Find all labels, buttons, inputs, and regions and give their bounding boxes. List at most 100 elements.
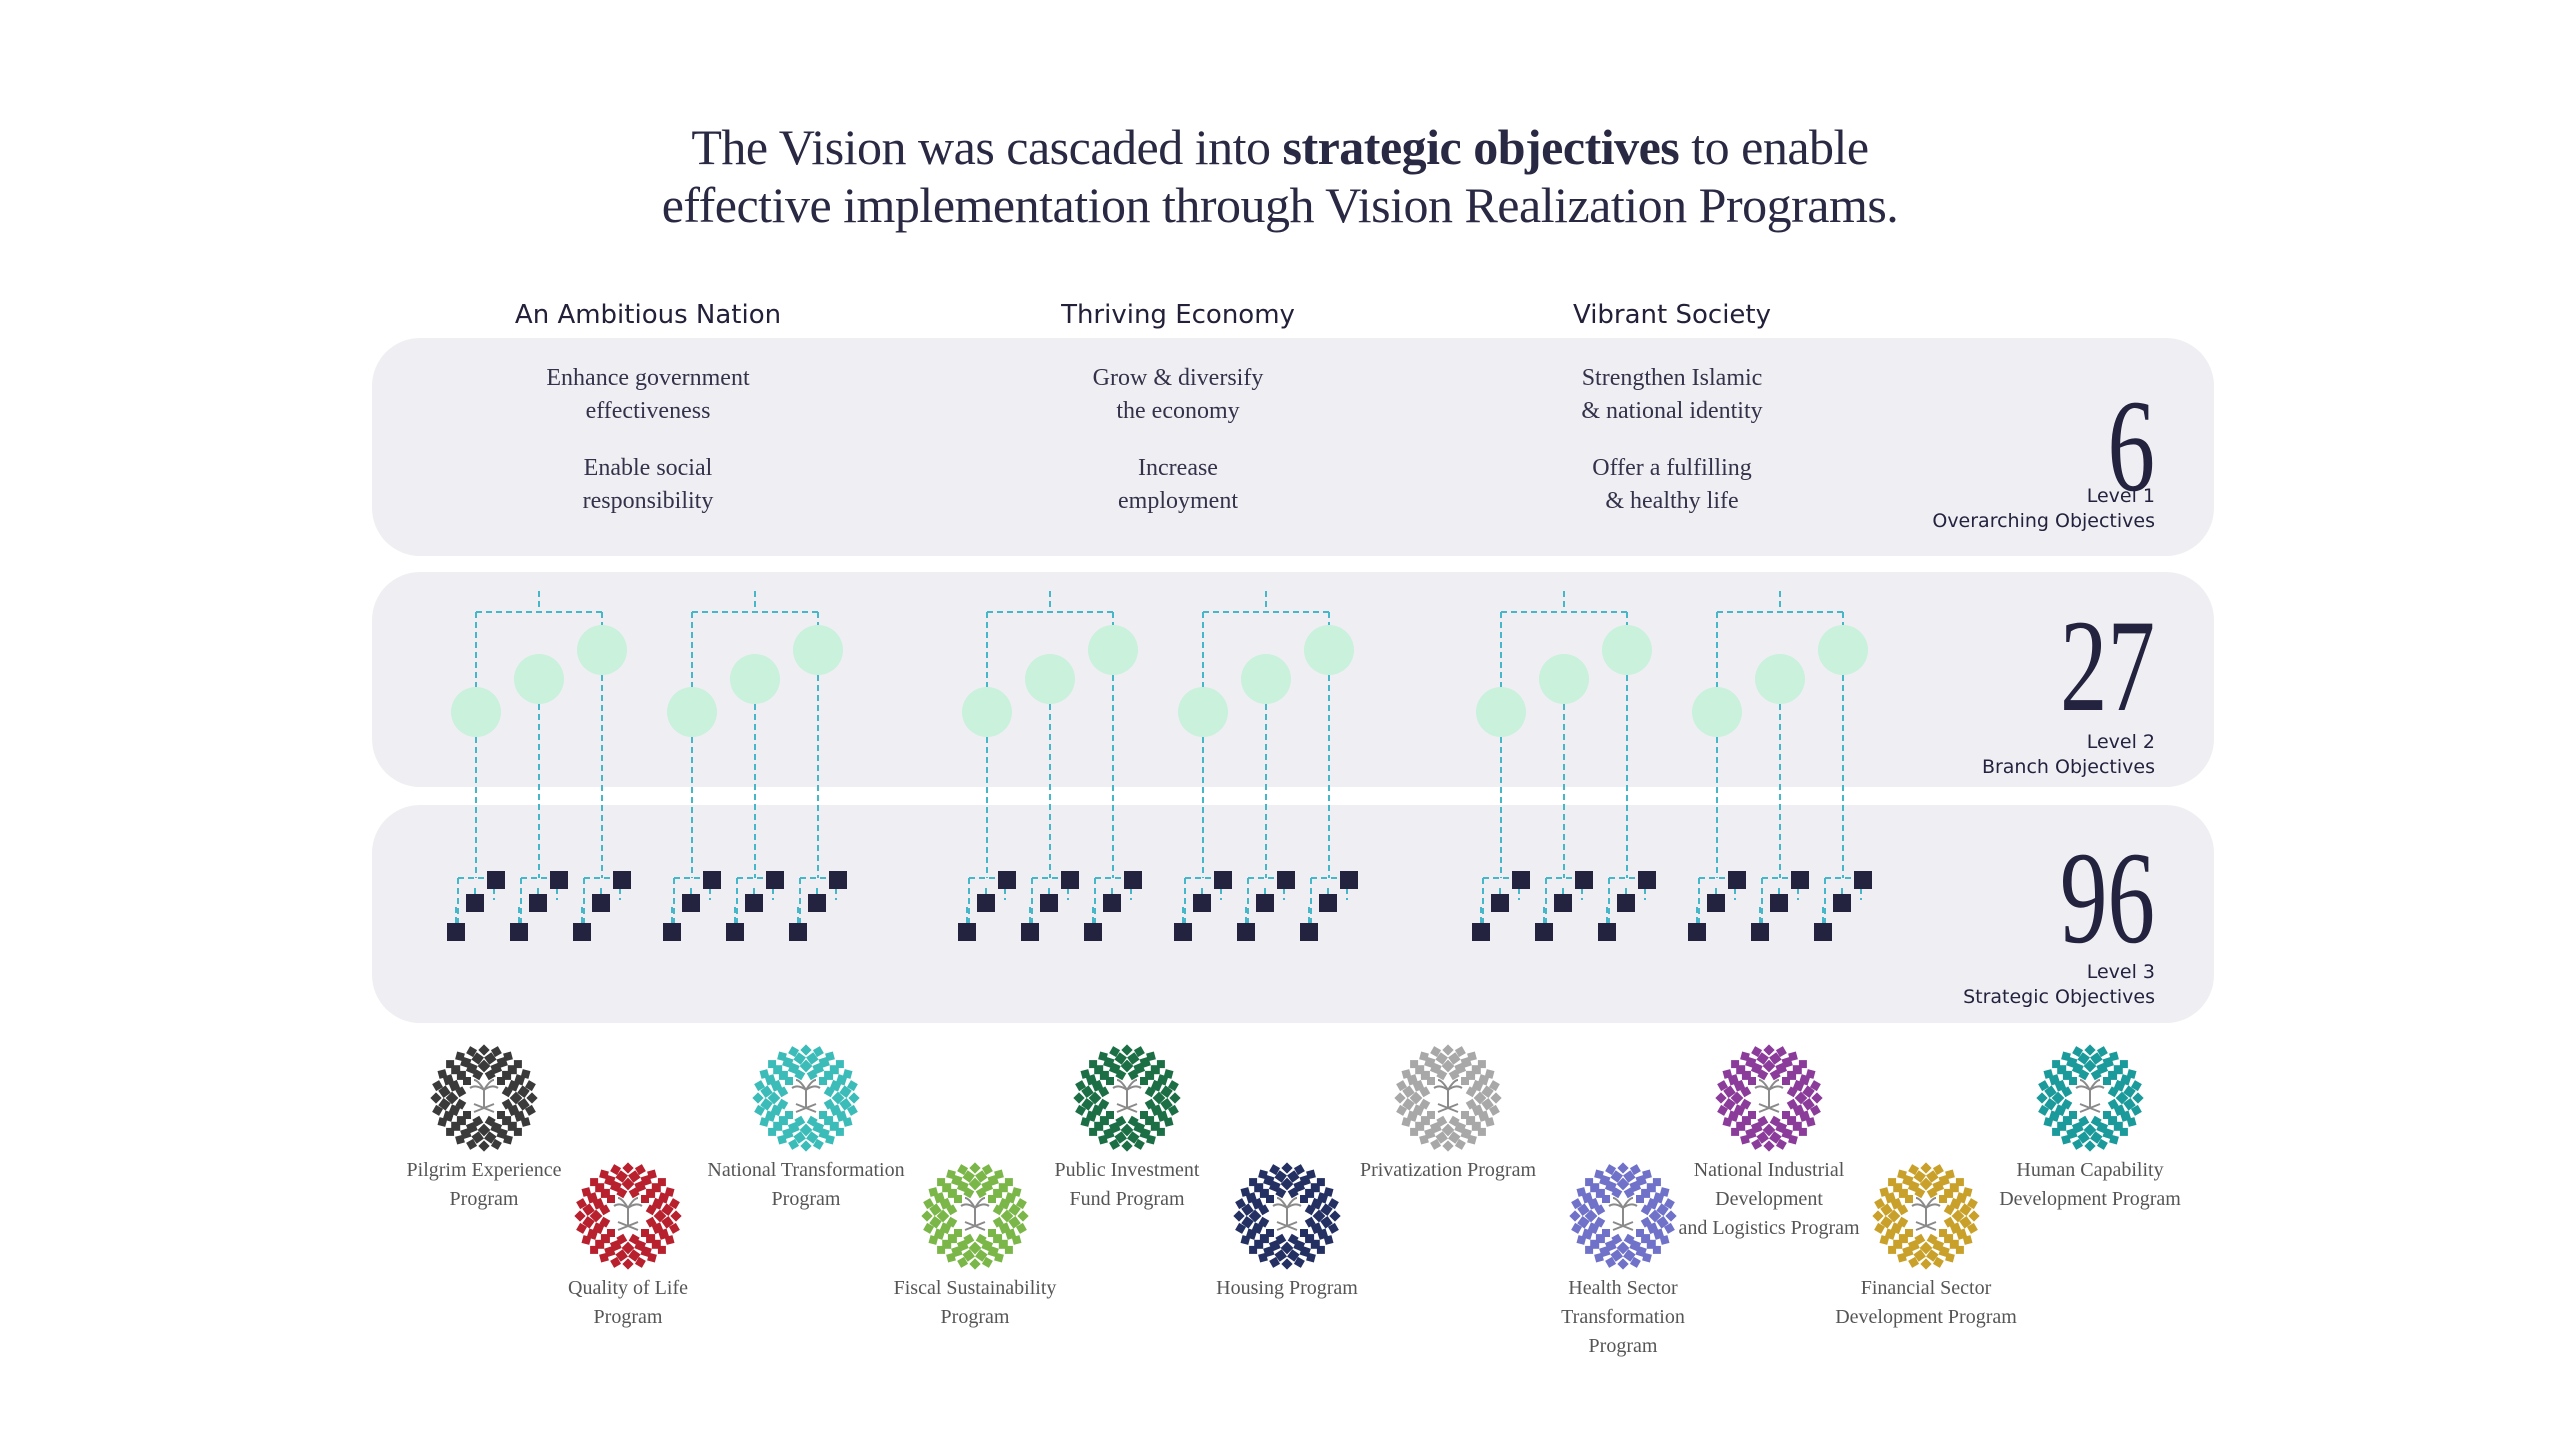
- pillar-title-vibrant-society: Vibrant Society: [1572, 300, 1772, 330]
- strategic-objective-node: [1340, 871, 1358, 889]
- headline: The Vision was cascaded into strategic o…: [0, 118, 2560, 234]
- strategic-objective-node: [998, 871, 1016, 889]
- vrp-emblem-icon: [921, 1162, 1029, 1270]
- objective-enhance-government: Enhance government effectiveness: [546, 365, 750, 424]
- level-2-caption: Level 2 Branch Objectives: [1982, 730, 2155, 780]
- strategic-objective-node: [703, 871, 721, 889]
- program-label: Human Capability Development Program: [1999, 1159, 2181, 1210]
- strategic-objective-node: [1707, 894, 1725, 912]
- strategic-objective-node: [613, 871, 631, 889]
- level-2-band: [372, 572, 2214, 787]
- strategic-objective-node: [1833, 894, 1851, 912]
- strategic-objective-node: [958, 923, 976, 941]
- level-2-label: Level 2: [2086, 731, 2155, 753]
- strategic-objective-node: [663, 923, 681, 941]
- program-label: Health Sector Transformation Program: [1561, 1277, 1685, 1357]
- strategic-objective-node: [1021, 923, 1039, 941]
- strategic-objective-node: [726, 923, 744, 941]
- branch-objective-node: [1025, 654, 1075, 704]
- strategic-objective-node: [1319, 894, 1337, 912]
- level-3-count: 96: [2059, 824, 2155, 971]
- branch-objective-node: [962, 687, 1012, 737]
- program-label: Financial Sector Development Program: [1835, 1277, 2017, 1328]
- vrp-emblem-icon: [752, 1044, 860, 1152]
- strategic-objective-node: [1472, 923, 1490, 941]
- level-1-band: [372, 338, 2214, 556]
- strategic-objective-node: [1214, 871, 1232, 889]
- vrp-emblem-icon: [1715, 1044, 1823, 1152]
- strategic-objective-node: [1575, 871, 1593, 889]
- level-3-caption: Level 3 Strategic Objectives: [1963, 960, 2155, 1010]
- program-housing[interactable]: Housing Program: [1107, 1162, 1467, 1303]
- program-quality-of-life[interactable]: Quality of Life Program: [448, 1162, 808, 1332]
- headline-text-a: The Vision was cascaded into: [691, 119, 1283, 175]
- strategic-objective-node: [1193, 894, 1211, 912]
- program-label: National Transformation Program: [707, 1159, 905, 1210]
- program-label: Pilgrim Experience Program: [406, 1159, 562, 1210]
- strategic-objective-node: [1512, 871, 1530, 889]
- strategic-objective-node: [1770, 894, 1788, 912]
- level-1-name: Overarching Objectives: [1932, 510, 2155, 532]
- pillar-title-ambitious-nation: An Ambitious Nation: [514, 300, 782, 330]
- headline-line-2: effective implementation through Vision …: [661, 177, 1899, 233]
- strategic-objective-node: [1814, 923, 1832, 941]
- strategic-objective-node: [1061, 871, 1079, 889]
- program-national-industrial-development[interactable]: National Industrial Development and Logi…: [1589, 1044, 1949, 1243]
- strategic-objective-node: [1237, 923, 1255, 941]
- strategic-objective-node: [1617, 894, 1635, 912]
- strategic-objective-node: [592, 894, 610, 912]
- program-national-transformation[interactable]: National Transformation Program: [626, 1044, 986, 1214]
- strategic-objective-node: [1791, 871, 1809, 889]
- branch-objective-node: [667, 687, 717, 737]
- branch-objective-node: [1304, 625, 1354, 675]
- vrp-emblem-icon: [1569, 1162, 1677, 1270]
- program-privatization[interactable]: Privatization Program: [1268, 1044, 1628, 1185]
- vrp-emblem-icon: [1073, 1044, 1181, 1152]
- level-3-band: [372, 805, 2214, 1023]
- strategic-objective-node: [977, 894, 995, 912]
- vrp-emblem-icon: [1233, 1162, 1341, 1270]
- level-1-label: Level 1: [2086, 485, 2155, 507]
- strategic-objective-node: [487, 871, 505, 889]
- strategic-objective-node: [1124, 871, 1142, 889]
- headline-emphasis: strategic objectives: [1282, 119, 1680, 175]
- objective-increase-employment: Increase employment: [1118, 455, 1238, 514]
- program-label: Housing Program: [1216, 1277, 1358, 1299]
- level-2-count: 27: [2059, 592, 2155, 739]
- program-health-sector-transformation[interactable]: Health Sector Transformation Program: [1443, 1162, 1803, 1361]
- level-2-name: Branch Objectives: [1981, 756, 2155, 778]
- strategic-objective-node: [1728, 871, 1746, 889]
- strategic-objective-node: [1040, 894, 1058, 912]
- headline-text-c: to enable: [1679, 119, 1869, 175]
- branch-objective-node: [451, 687, 501, 737]
- strategic-objective-node: [829, 871, 847, 889]
- program-pilgrim-experience[interactable]: Pilgrim Experience Program: [304, 1044, 664, 1214]
- branch-objective-node: [730, 654, 780, 704]
- branch-objective-node: [1692, 687, 1742, 737]
- vrp-emblem-icon: [1872, 1162, 1980, 1270]
- strategic-objective-node: [529, 894, 547, 912]
- strategic-objective-node: [766, 871, 784, 889]
- vrp-emblem-icon: [1394, 1044, 1502, 1152]
- strategic-objective-node: [1491, 894, 1509, 912]
- branch-objective-node: [1755, 654, 1805, 704]
- strategic-objective-node: [1084, 923, 1102, 941]
- program-public-investment-fund[interactable]: Public Investment Fund Program: [947, 1044, 1307, 1214]
- objective-fulfilling-healthy-life: Offer a fulfilling & healthy life: [1592, 455, 1752, 514]
- program-label: Privatization Program: [1359, 1159, 1537, 1181]
- strategic-objective-node: [1277, 871, 1295, 889]
- level-3-name: Strategic Objectives: [1963, 986, 2155, 1008]
- strategic-objective-node: [1598, 923, 1616, 941]
- program-fiscal-sustainability[interactable]: Fiscal Sustainability Program: [795, 1162, 1155, 1332]
- program-human-capability-development[interactable]: Human Capability Development Program: [1910, 1044, 2270, 1214]
- program-label: Fiscal Sustainability Program: [893, 1277, 1057, 1328]
- branch-objective-node: [1178, 687, 1228, 737]
- level-1-count: 6: [2107, 372, 2155, 519]
- strategic-objective-node: [1174, 923, 1192, 941]
- program-financial-sector-development[interactable]: Financial Sector Development Program: [1746, 1162, 2106, 1332]
- objective-enable-social-responsibility: Enable social responsibility: [582, 455, 714, 514]
- vrp-emblem-icon: [430, 1044, 538, 1152]
- strategic-objective-node: [510, 923, 528, 941]
- branch-objective-node: [1241, 654, 1291, 704]
